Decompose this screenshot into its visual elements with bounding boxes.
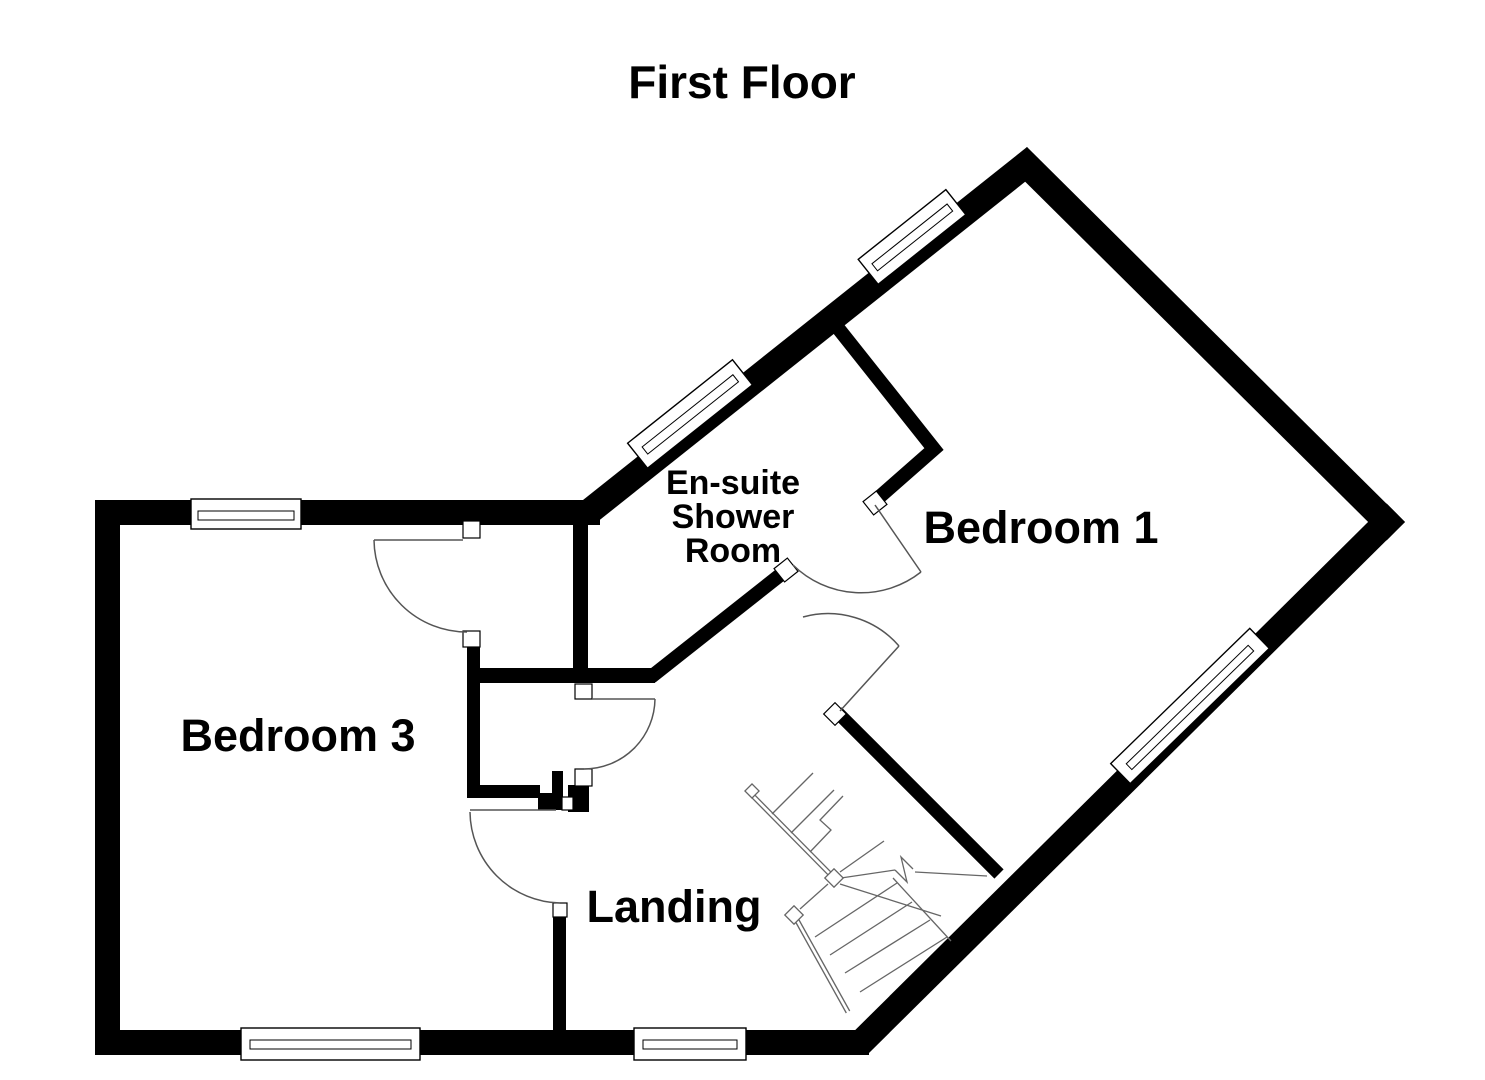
wall-diagonal-northeast <box>1008 147 1405 541</box>
wall-ensuite-southeast <box>646 562 794 683</box>
wall-stair-corridor <box>832 707 1004 879</box>
jamb <box>552 902 568 918</box>
door-bedroom1 <box>802 612 900 712</box>
windows <box>190 188 1271 1061</box>
stair-winder <box>839 840 885 873</box>
stairs <box>744 772 988 1014</box>
stair-winder <box>914 871 988 877</box>
jamb <box>561 796 574 811</box>
stair-tread <box>859 936 948 993</box>
labels: First Floor Bedroom 3 Bedroom 1 Landing … <box>180 56 1158 932</box>
window-bedroom1-southeast <box>1109 627 1271 785</box>
room-label-ensuite-line3: Room <box>685 532 781 570</box>
door-arc <box>802 612 900 647</box>
door-arc <box>583 698 656 770</box>
window-bedroom1-northwest <box>857 188 967 286</box>
door-leaf <box>874 504 922 573</box>
wall-landing-west <box>553 917 566 1030</box>
stair-break-line <box>809 795 844 853</box>
stair-rail <box>791 915 847 1014</box>
wall-top <box>95 500 600 525</box>
jamb <box>822 701 848 727</box>
wall-left <box>95 500 120 1055</box>
stair-tread <box>844 919 931 974</box>
window-ensuite-diagonal <box>626 358 754 470</box>
wall-cupboard-bottom <box>467 785 540 798</box>
stair-newel-post <box>783 904 805 926</box>
door-bedroom3-cupboard <box>373 539 468 633</box>
wall-ensuite-west <box>573 523 588 676</box>
stair-rail <box>748 793 833 879</box>
doors <box>373 504 922 904</box>
jamb <box>462 520 481 539</box>
wall-ensuite-northeast <box>824 313 944 506</box>
jamb <box>574 768 593 787</box>
door-jambs <box>462 490 888 918</box>
window-landing-bottom <box>633 1027 747 1061</box>
wall-stub-a <box>538 793 563 810</box>
stair-tread <box>790 789 835 834</box>
stair-winder <box>799 883 829 910</box>
room-label-bedroom3: Bedroom 3 <box>180 710 415 761</box>
stair-winder <box>840 869 896 879</box>
wall-cupboard-middle <box>467 668 655 683</box>
room-label-ensuite: En-suite Shower Room <box>666 464 800 570</box>
room-label-landing: Landing <box>587 881 762 932</box>
wall-bedroom3-east <box>467 647 480 785</box>
page-title: First Floor <box>628 56 856 108</box>
stair-edge <box>892 877 952 942</box>
door-bedroom3-entrance <box>469 809 561 904</box>
window-bedroom3-bottom <box>240 1027 421 1061</box>
stair-tread <box>829 901 913 956</box>
stair-winder <box>839 883 942 917</box>
stair-tread <box>771 772 814 815</box>
door-landing-cupboard <box>583 698 656 770</box>
door-arc <box>373 539 468 633</box>
stair-rail <box>750 791 835 877</box>
stair-newel-post <box>823 867 845 889</box>
jamb <box>773 557 799 583</box>
interior-walls <box>467 313 1004 1030</box>
jamb <box>462 630 481 648</box>
stair-break-line <box>894 854 914 885</box>
window-bedroom3-top <box>190 498 302 530</box>
door-ensuite <box>792 504 922 594</box>
wall-bottom <box>95 1030 869 1055</box>
wall-stub-b <box>552 771 563 795</box>
stair-rail-cap <box>744 783 760 799</box>
stair-rail <box>795 913 851 1012</box>
jamb <box>574 683 593 700</box>
stair-tread <box>814 882 898 938</box>
jamb <box>862 490 888 516</box>
door-arc <box>469 811 561 904</box>
room-label-bedroom1: Bedroom 1 <box>923 502 1158 553</box>
room-label-ensuite-line2: Shower <box>672 498 795 536</box>
room-label-ensuite-line1: En-suite <box>666 464 800 502</box>
door-arc <box>792 564 922 594</box>
door-leaf <box>839 645 900 712</box>
